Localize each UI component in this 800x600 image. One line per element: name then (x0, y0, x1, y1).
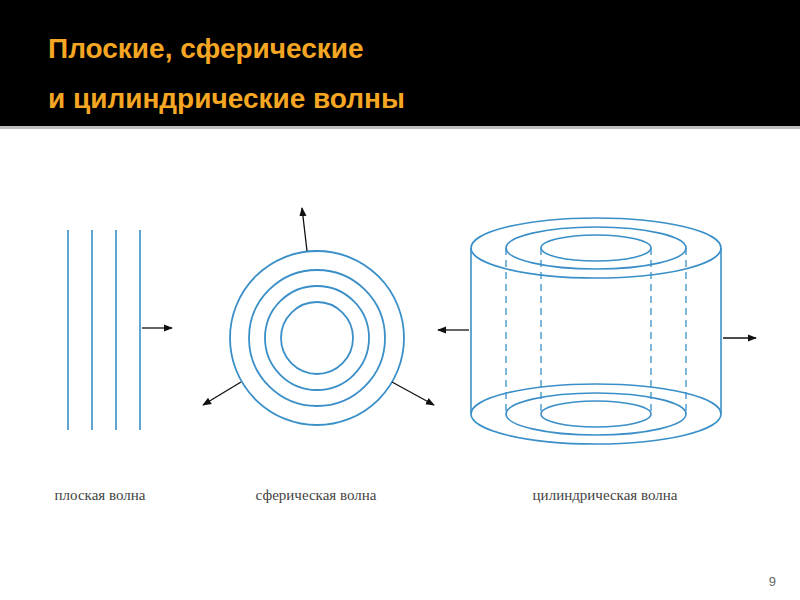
direction-arrow (142, 327, 172, 328)
page-number: 9 (769, 574, 776, 589)
slide-title: Плоские, сферические и цилиндрические во… (48, 24, 420, 124)
title-text: Плоские, сферические и цилиндрические во… (48, 33, 405, 114)
spherical-wave (230, 251, 404, 425)
cylindrical-wave (471, 218, 721, 444)
line-break-spacer (381, 24, 420, 64)
wave-caption: плоская волна (55, 487, 146, 504)
direction-arrows (438, 330, 756, 338)
direction-arrows (203, 208, 434, 405)
wave-caption: сферическая волна (256, 487, 377, 504)
wave-caption: цилиндрическая волна (533, 487, 678, 504)
plane-wave (68, 230, 140, 430)
header-rule (0, 126, 800, 129)
